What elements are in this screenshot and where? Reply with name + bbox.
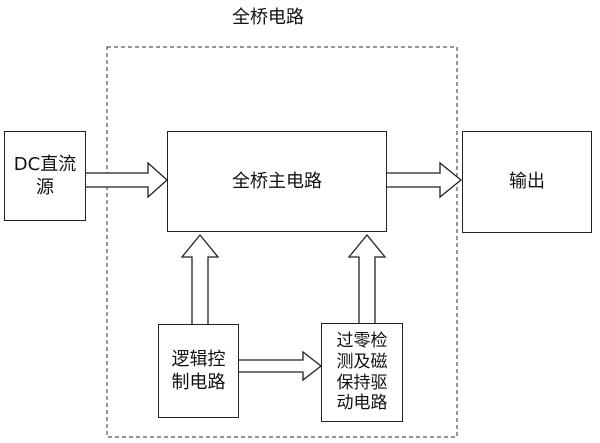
full-bridge-dashed-frame bbox=[106, 46, 458, 438]
frame-title: 全桥电路 bbox=[232, 7, 304, 28]
zero-cross-label-line1: 过零检 bbox=[336, 331, 388, 352]
dc-source-block: DC直流 源 bbox=[4, 131, 86, 221]
arrow-dc-to-main bbox=[83, 161, 168, 199]
arrow-logic-to-zerocross bbox=[237, 350, 323, 382]
logic-control-label-line2: 制电路 bbox=[171, 372, 226, 393]
zero-cross-label-line3: 保持驱 bbox=[336, 372, 388, 393]
arrow-main-to-output bbox=[385, 161, 463, 199]
arrow-zerocross-to-main bbox=[347, 233, 387, 326]
zero-cross-block: 过零检 测及磁 保持驱 动电路 bbox=[321, 323, 403, 422]
output-block: 输出 bbox=[462, 131, 592, 233]
dc-source-label-line2: 源 bbox=[36, 177, 54, 198]
zero-cross-label-line2: 测及磁 bbox=[336, 351, 388, 372]
arrow-logic-to-main bbox=[180, 233, 220, 326]
dc-source-label-line1: DC直流 bbox=[13, 153, 77, 175]
logic-control-label-line1: 逻辑控 bbox=[171, 348, 226, 370]
logic-control-block: 逻辑控 制电路 bbox=[158, 324, 239, 418]
main-circuit-block: 全桥主电路 bbox=[167, 131, 387, 232]
zero-cross-label-line4: 动电路 bbox=[336, 393, 388, 414]
main-circuit-label: 全桥主电路 bbox=[232, 170, 322, 192]
output-label: 输出 bbox=[509, 171, 545, 193]
